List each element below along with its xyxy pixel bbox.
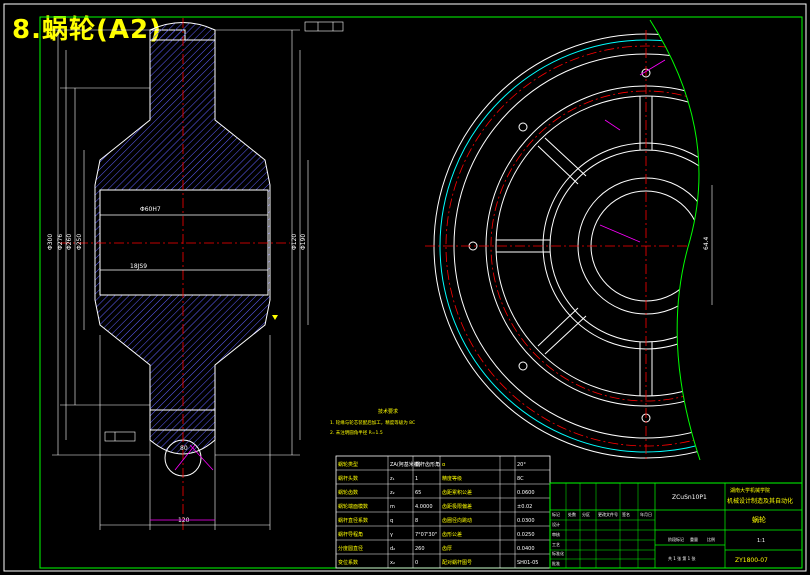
svg-text:年月日: 年月日	[640, 511, 652, 517]
param-cell: 1	[415, 476, 418, 482]
datum-marker	[272, 315, 278, 320]
svg-text:设计: 设计	[552, 521, 560, 527]
svg-text:标准化: 标准化	[552, 550, 564, 556]
dim-keyway: 18JS9	[130, 263, 147, 270]
param-cell: 8C	[517, 476, 524, 482]
tolerance-frame-top	[304, 21, 344, 32]
svg-text:处数: 处数	[568, 511, 576, 517]
dim-root-dia: Φ250	[76, 234, 83, 250]
svg-text:2. 未注明圆角半径 R=1.5: 2. 未注明圆角半径 R=1.5	[330, 429, 383, 436]
param-cell: SH01-05	[517, 560, 538, 566]
param-cell: 0.0250	[517, 532, 535, 538]
param-cell: 0	[415, 560, 418, 566]
param-cell: 4.0000	[415, 504, 433, 510]
dim-outer-dia: Φ300	[47, 234, 54, 250]
project-label: 机械设计制造及其自动化	[727, 497, 793, 505]
param-cell: m	[390, 504, 395, 510]
param-cell: 8	[415, 518, 418, 524]
param-cell: 蜗杆齿形角	[415, 461, 440, 468]
param-cell: 齿圈径向跳动	[442, 517, 472, 524]
tooth-profile-bottom	[149, 429, 216, 455]
param-cell: 齿距累积公差	[442, 489, 472, 496]
bore-cut	[99, 189, 269, 296]
svg-text:64.4: 64.4	[703, 236, 710, 250]
dim-bore-dia: Φ60H7	[140, 206, 161, 213]
param-cell: d₂	[390, 546, 395, 552]
outer-border	[3, 3, 807, 572]
school-label: 湖南大学机械学院	[730, 487, 770, 494]
param-cell: 0.0300	[517, 518, 535, 524]
param-cell: 蜗轮类型	[338, 461, 358, 468]
param-cell: 0.0400	[517, 546, 535, 552]
param-cell: 蜗杆导程角	[338, 531, 363, 538]
svg-text:更改文件号: 更改文件号	[598, 511, 618, 517]
material-label: ZCuSn10P1	[672, 494, 707, 501]
svg-text:重量: 重量	[690, 536, 698, 542]
rim-bottom	[149, 409, 216, 431]
param-cell: ZA(阿基米德)	[390, 461, 421, 468]
param-cell: 蜗轮齿数	[338, 489, 358, 496]
param-cell: 7°07'30"	[415, 532, 437, 538]
param-cell: 齿厚	[442, 546, 452, 552]
dim-hub-length: 120	[178, 517, 190, 524]
param-cell: 蜗杆头数	[338, 475, 358, 482]
tolerance-frame-bottom	[104, 431, 136, 442]
dim-tip-dia: Φ276	[57, 234, 64, 250]
dim-pitch-dia: Φ260	[66, 234, 73, 250]
param-cell: x₂	[390, 560, 395, 566]
svg-text:共 1 张 第 1 张: 共 1 张 第 1 张	[668, 555, 695, 561]
param-cell: 蜗杆直径系数	[338, 517, 368, 524]
dim-face-width: 80	[180, 445, 188, 452]
break-line	[649, 19, 701, 461]
svg-text:审核: 审核	[552, 531, 560, 537]
front-half-view	[425, 30, 700, 460]
svg-text:技术要求: 技术要求	[378, 408, 398, 415]
param-cell: α	[442, 462, 446, 468]
bolt-hole-lower-left	[518, 361, 528, 371]
part-name-label: 蜗轮	[752, 515, 766, 524]
param-cell: 配对蜗杆图号	[442, 559, 472, 566]
title-block: ZCuSn10P1 湖南大学机械学院 机械设计制造及其自动化 蜗轮 ZY1800…	[549, 482, 803, 569]
drawing-number: ZY1800-07	[735, 557, 768, 564]
svg-text:批准: 批准	[552, 560, 560, 566]
svg-text:工艺: 工艺	[552, 542, 560, 547]
svg-text:签名: 签名	[622, 511, 630, 517]
svg-text:分区: 分区	[582, 511, 590, 517]
param-cell: 分度圆直径	[338, 545, 363, 552]
param-cell: 260	[415, 546, 425, 552]
param-cell: γ	[390, 532, 393, 538]
param-cell: q	[390, 518, 393, 524]
param-cell: 变位系数	[338, 559, 358, 566]
svg-text:比例: 比例	[707, 536, 715, 542]
param-cell: 20°	[517, 462, 526, 468]
svg-text:1. 轮缘与轮芯装配后加工，精度等级为 8C: 1. 轮缘与轮芯装配后加工，精度等级为 8C	[330, 419, 415, 426]
param-cell: 齿距极限偏差	[442, 503, 472, 510]
param-cell: 齿形公差	[442, 531, 462, 538]
dim-bolt-circle: Φ190	[300, 234, 307, 250]
param-cell: z₁	[390, 476, 395, 482]
section-view: Φ300 Φ276 Φ260 Φ250 Φ120 Φ190 Φ60H7 18JS…	[47, 18, 344, 530]
param-cell: z₂	[390, 490, 395, 496]
tooth-profile-top	[149, 22, 216, 41]
dim-hub-dia: Φ120	[291, 234, 298, 250]
scale-label: 1:1	[757, 538, 765, 544]
param-cell: ±0.02	[517, 504, 532, 510]
param-cell: 0.0600	[517, 490, 535, 496]
svg-text:标记: 标记	[552, 511, 560, 517]
param-cell: 65	[415, 490, 421, 496]
bolt-hole-upper-left	[518, 122, 528, 132]
technical-notes: 技术要求 1. 轮缘与轮芯装配后加工，精度等级为 8C 2. 未注明圆角半径 R…	[330, 408, 415, 436]
param-cell: 蜗轮端面模数	[338, 503, 368, 510]
svg-text:阶段标记: 阶段标记	[668, 536, 684, 542]
param-cell: 精度等级	[442, 475, 462, 482]
leader-lines	[150, 59, 666, 521]
